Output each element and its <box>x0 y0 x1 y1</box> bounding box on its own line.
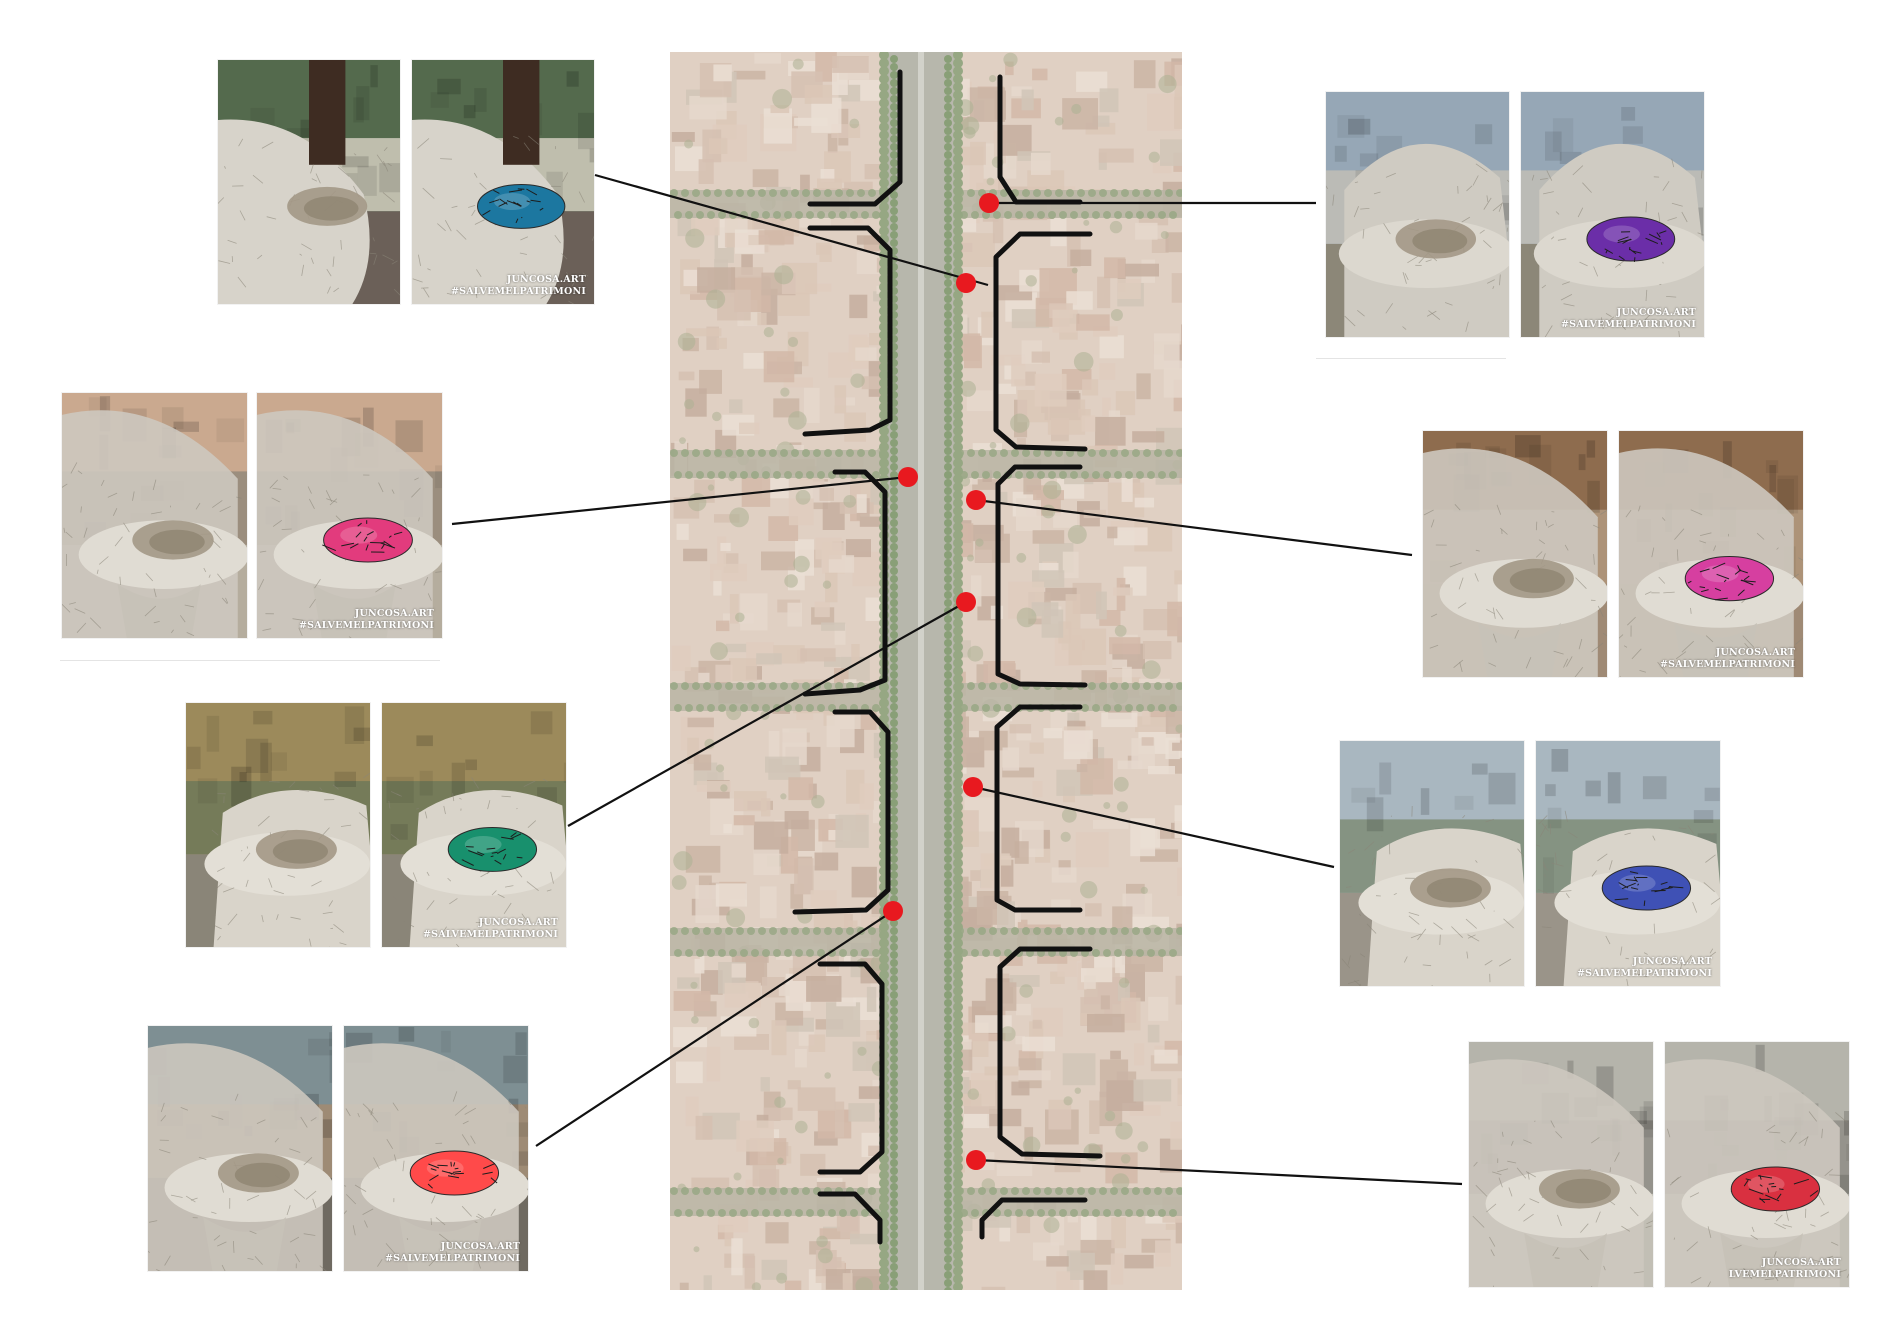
watermark-hashtag: #SALVEMELPATRIMONI <box>422 929 558 940</box>
damaged-bench-image <box>1340 741 1524 986</box>
watermark-hashtag: #SALVEMELPATRIMONI <box>1576 968 1712 979</box>
repaired-bench-image <box>382 703 566 947</box>
bench-line <box>997 946 1103 1159</box>
aerial-map-image <box>670 52 1182 1290</box>
watermark-account: JUNCOSA.ART <box>478 917 558 928</box>
before-photo[interactable] <box>218 60 400 304</box>
watermark-hashtag: LVEMELPATRIMONI <box>1728 1269 1841 1280</box>
watermark-hashtag: #SALVEMELPATRIMONI <box>1659 659 1795 670</box>
damaged-bench-image <box>186 703 370 947</box>
after-photo[interactable]: JUNCOSA.ART#SALVEMELPATRIMONI <box>1521 92 1704 337</box>
damaged-bench-image <box>62 393 247 638</box>
watermark-text: JUNCOSA.ART#SALVEMELPATRIMONI <box>1561 307 1696 331</box>
after-photo[interactable]: JUNCOSA.ART#SALVEMELPATRIMONI <box>257 393 442 638</box>
damaged-bench-image <box>148 1026 332 1271</box>
before-photo[interactable] <box>62 393 247 638</box>
before-photo[interactable] <box>1469 1042 1653 1287</box>
watermark-account: JUNCOSA.ART <box>354 608 434 619</box>
pair-mid-left-2: JUNCOSA.ART#SALVEMELPATRIMONI <box>186 703 566 947</box>
after-photo[interactable]: JUNCOSA.ART#SALVEMELPATRIMONI <box>412 60 594 304</box>
pair-top-right: JUNCOSA.ART#SALVEMELPATRIMONI <box>1326 92 1704 337</box>
after-photo[interactable]: JUNCOSA.ART#SALVEMELPATRIMONI <box>382 703 566 947</box>
watermark-text: JUNCOSA.ART#SALVEMELPATRIMONI <box>299 608 434 632</box>
aerial-map[interactable] <box>670 52 1182 1290</box>
watermark-hashtag: #SALVEMELPATRIMONI <box>298 620 434 631</box>
repaired-bench-image <box>1619 431 1803 677</box>
watermark-text: JUNCOSA.ART#SALVEMELPATRIMONI <box>451 274 586 298</box>
bench-line <box>993 231 1093 452</box>
repaired-bench-image <box>1536 741 1720 986</box>
watermark-text: JUNCOSA.ART#SALVEMELPATRIMONI <box>1577 956 1712 980</box>
watermark-text: JUNCOSA.ART#SALVEMELPATRIMONI <box>1660 647 1795 671</box>
watermark-account: JUNCOSA.ART <box>506 274 586 285</box>
watermark-account: JUNCOSA.ART <box>1616 307 1696 318</box>
watermark-account: JUNCOSA.ART <box>1632 956 1712 967</box>
watermark-hashtag: #SALVEMELPATRIMONI <box>450 286 586 297</box>
watermark-account: JUNCOSA.ART <box>1715 647 1795 658</box>
watermark-hashtag: #SALVEMELPATRIMONI <box>1560 319 1696 330</box>
after-photo[interactable]: JUNCOSA.ART#SALVEMELPATRIMONI <box>1619 431 1803 677</box>
repaired-bench-image <box>344 1026 528 1271</box>
divider-line <box>1316 358 1506 359</box>
repaired-bench-image <box>1665 1042 1849 1287</box>
bench-line <box>817 1191 883 1245</box>
divider-line <box>60 660 440 661</box>
pair-top-left: JUNCOSA.ART#SALVEMELPATRIMONI <box>218 60 594 304</box>
watermark-text: JUNCOSA.ART#SALVEMELPATRIMONI <box>385 1241 520 1265</box>
watermark-account: JUNCOSA.ART <box>1761 1257 1841 1268</box>
after-photo[interactable]: JUNCOSA.ART#SALVEMELPATRIMONI <box>344 1026 528 1271</box>
after-photo[interactable]: JUNCOSA.ART#SALVEMELPATRIMONI <box>1536 741 1720 986</box>
repaired-bench-image <box>412 60 594 304</box>
before-photo[interactable] <box>186 703 370 947</box>
damaged-bench-image <box>218 60 400 304</box>
pair-mid-right-2: JUNCOSA.ART#SALVEMELPATRIMONI <box>1340 741 1720 986</box>
pair-mid-left-1: JUNCOSA.ART#SALVEMELPATRIMONI <box>62 393 442 638</box>
before-photo[interactable] <box>1326 92 1509 337</box>
before-photo[interactable] <box>1340 741 1524 986</box>
bench-line <box>979 1197 1088 1240</box>
repaired-bench-image <box>257 393 442 638</box>
before-photo[interactable] <box>1423 431 1607 677</box>
bench-line <box>995 464 1088 688</box>
damaged-bench-image <box>1469 1042 1653 1287</box>
watermark-hashtag: #SALVEMELPATRIMONI <box>384 1253 520 1264</box>
repaired-bench-image <box>1521 92 1704 337</box>
damaged-bench-image <box>1423 431 1607 677</box>
before-photo[interactable] <box>148 1026 332 1271</box>
pair-mid-right-1: JUNCOSA.ART#SALVEMELPATRIMONI <box>1423 431 1803 677</box>
pair-bottom-left: JUNCOSA.ART#SALVEMELPATRIMONI <box>148 1026 528 1271</box>
watermark-text: JUNCOSA.ART#SALVEMELPATRIMONI <box>423 917 558 941</box>
damaged-bench-image <box>1326 92 1509 337</box>
watermark-account: JUNCOSA.ART <box>440 1241 520 1252</box>
